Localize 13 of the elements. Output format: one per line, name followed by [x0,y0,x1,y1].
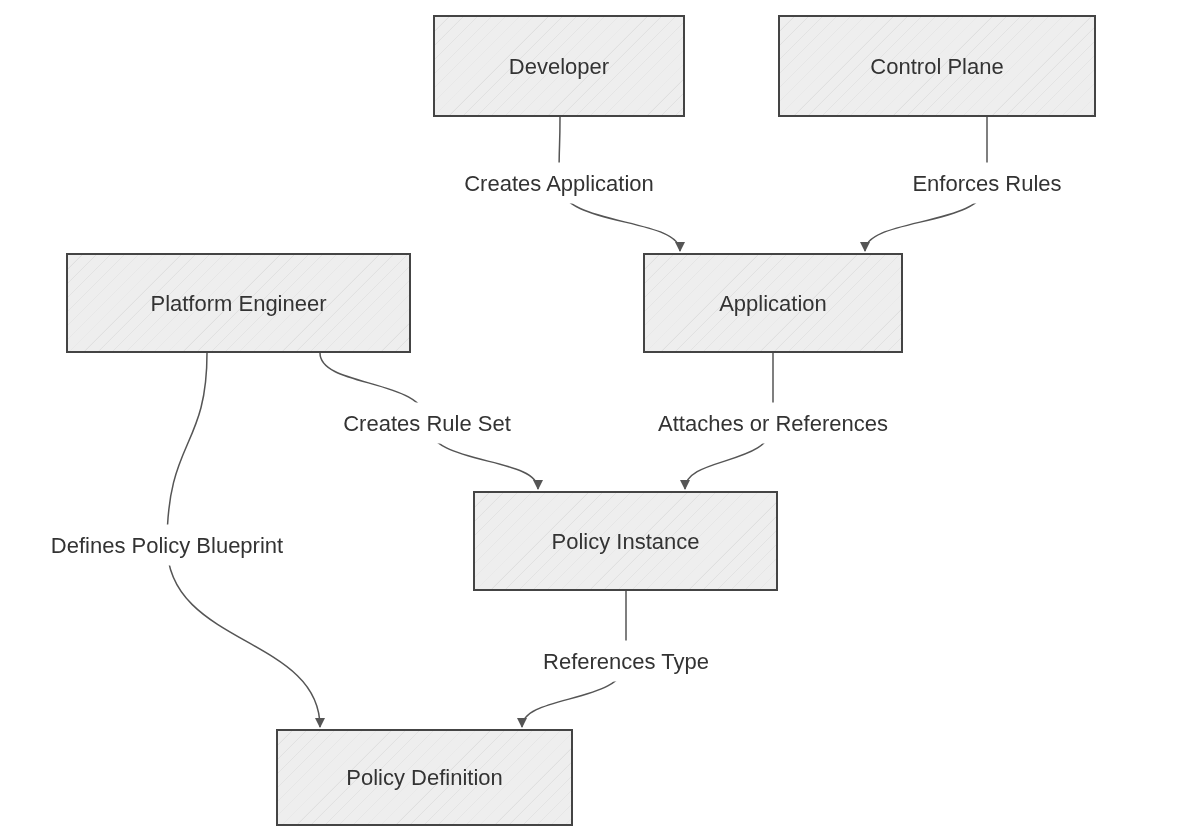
node-label: Application [719,289,827,318]
arrow [166,352,324,728]
process-box [473,491,778,591]
node-label: Platform Engineer [150,289,327,318]
node-label: Developer [508,52,610,81]
node-label: Control Plane [870,52,1004,81]
process-box [276,729,573,826]
process-box [66,253,411,353]
process-box [778,15,1096,117]
process-box [643,253,903,353]
node-label: Policy Definition [346,764,503,792]
node-label: Policy Instance [551,527,700,556]
process-box [433,15,685,117]
